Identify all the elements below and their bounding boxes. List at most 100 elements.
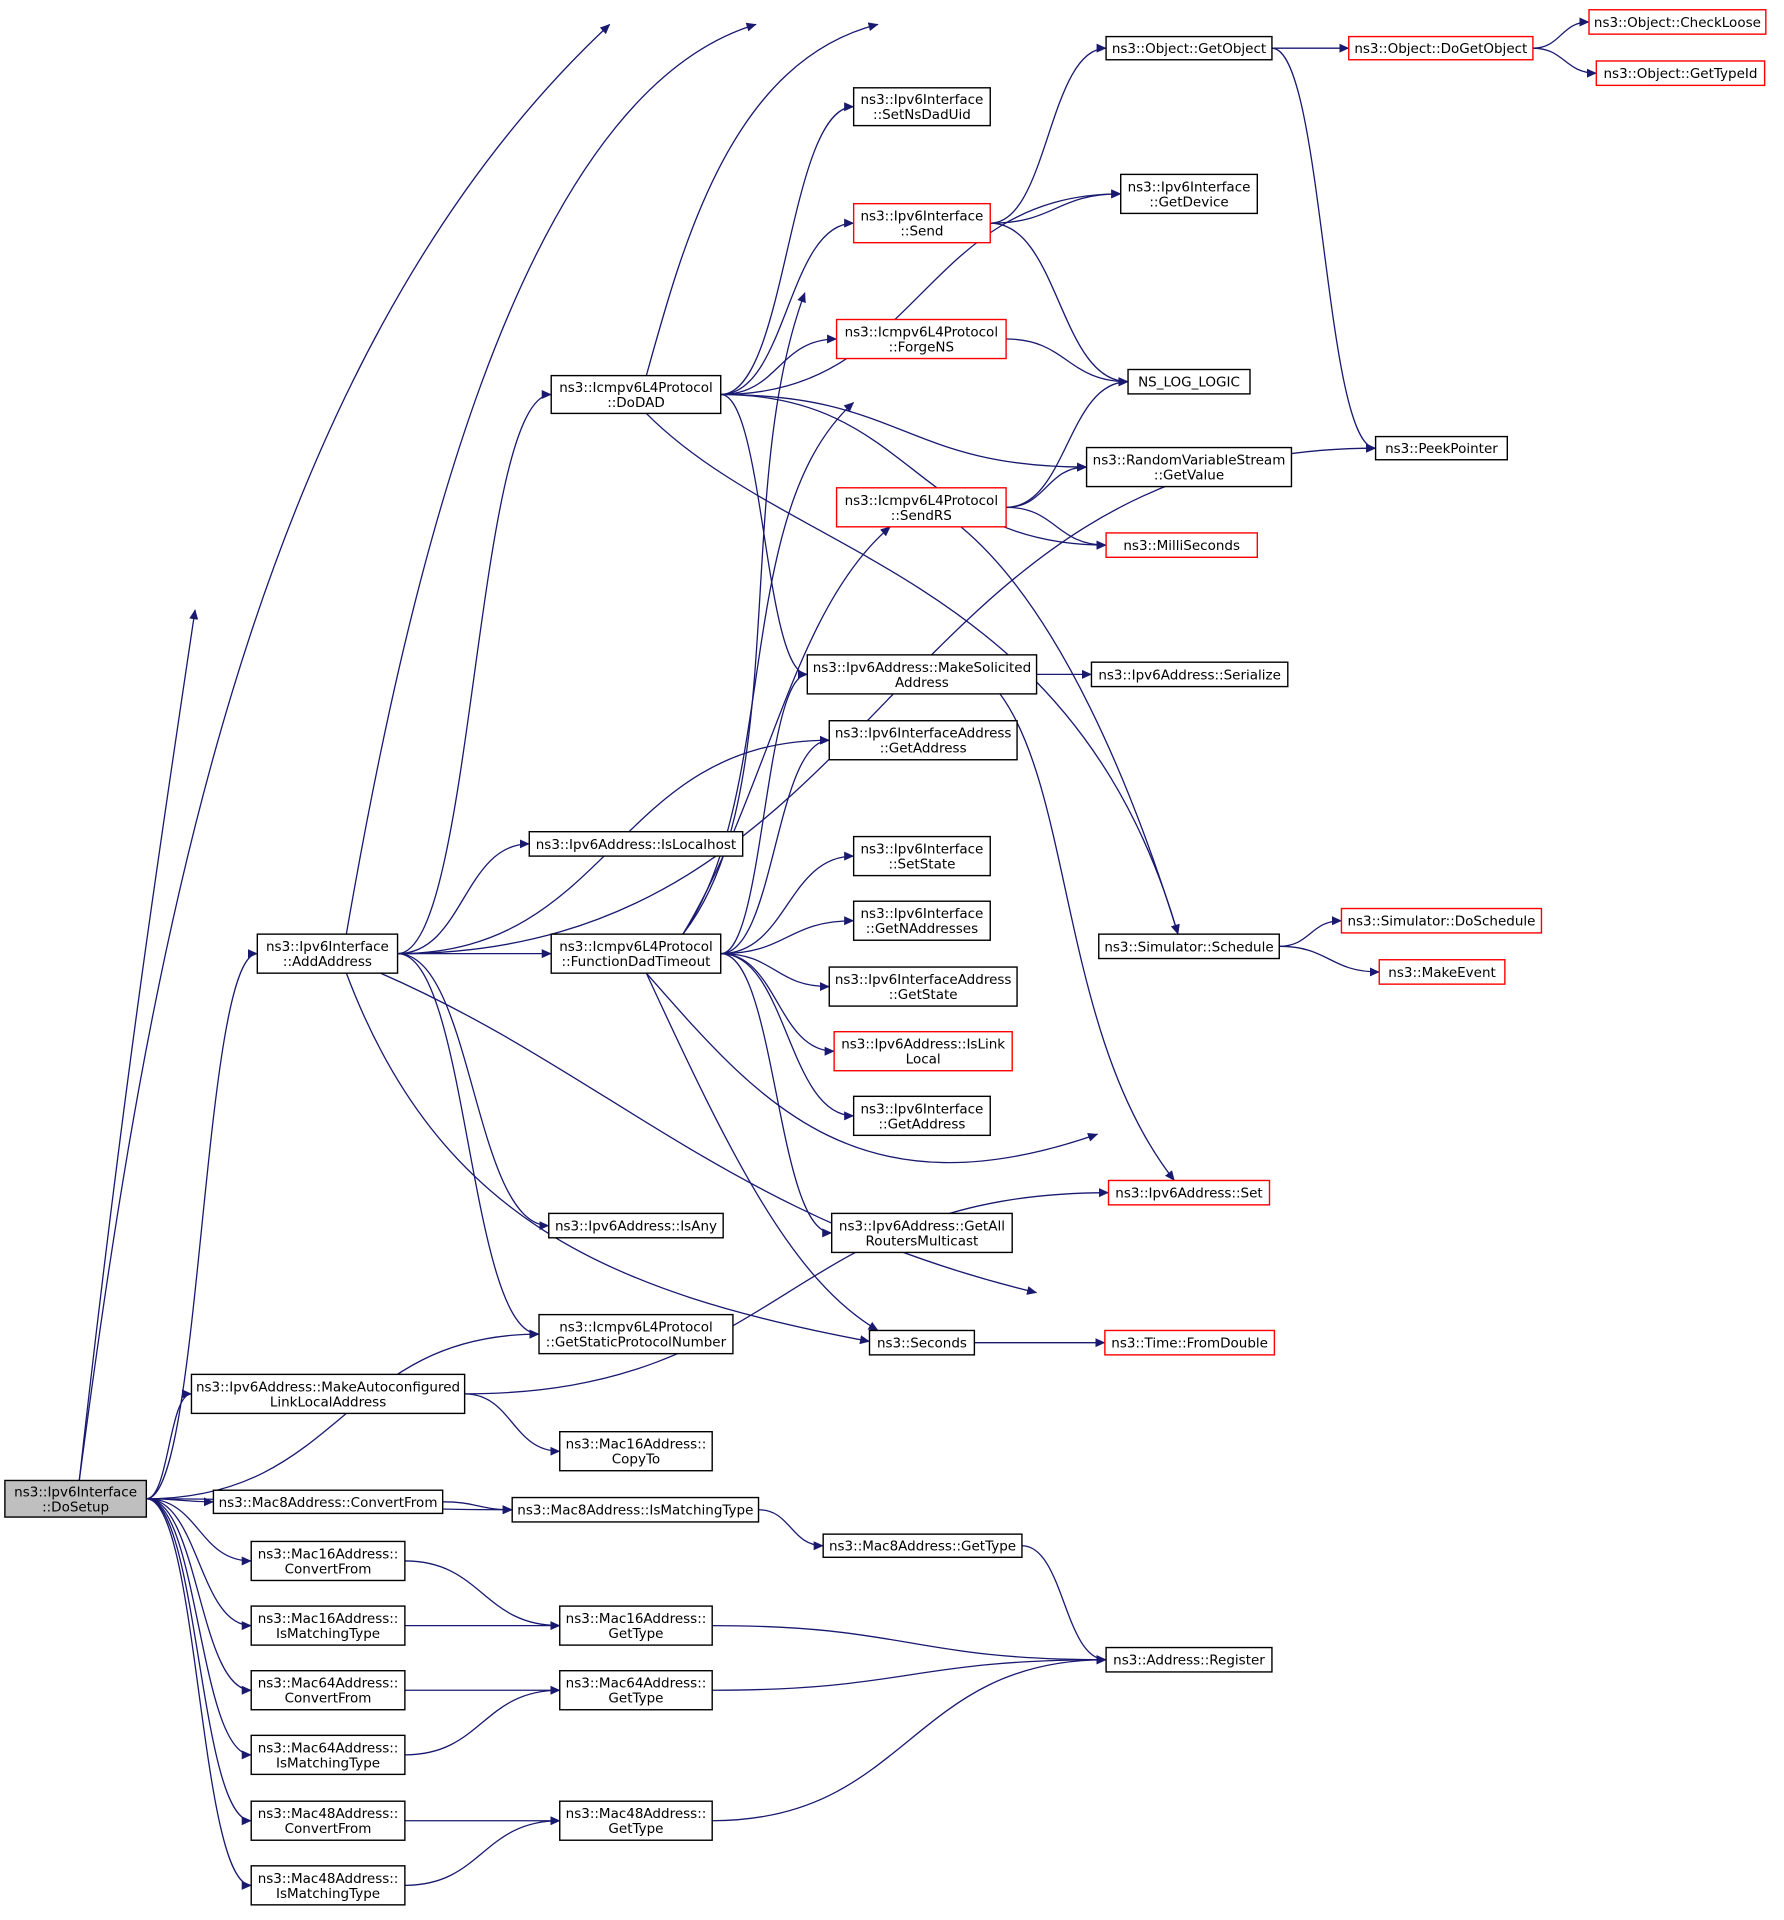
node-box <box>1090 661 1289 688</box>
edge-dosetup-to-mac64convert <box>146 1498 252 1695</box>
node-makeautoconf[interactable]: ns3::Ipv6Address::MakeAutoconfiguredLink… <box>190 1373 466 1415</box>
node-label: LinkLocalAddress <box>270 1394 386 1410</box>
node-makeevent[interactable]: ns3::MakeEvent <box>1378 959 1506 985</box>
node-mac16ismatching[interactable]: ns3::Mac16Address::IsMatchingType <box>250 1605 406 1646</box>
node-setstate[interactable]: ns3::Ipv6Interface::SetState <box>852 835 991 877</box>
edge-dosetup-to-mac64ismatching <box>146 1498 252 1760</box>
node-mac8convert[interactable]: ns3::Mac8Address::ConvertFrom <box>212 1489 444 1515</box>
node-getstaticproto[interactable]: ns3::Icmpv6L4Protocol::GetStaticProtocol… <box>538 1313 734 1355</box>
edge-addaddress-to-getstaticproto <box>397 952 540 1339</box>
node-nslog[interactable]: NS_LOG_LOGIC <box>1127 368 1251 395</box>
edge-funcdad-to-getnaddresses <box>720 916 855 955</box>
node-getobject[interactable]: ns3::Object::GetObject <box>1105 35 1273 61</box>
edge-mac64ismatching-to-mac64gettype <box>404 1685 561 1756</box>
node-label: ns3::Icmpv6L4Protocol <box>559 1320 713 1336</box>
node-box <box>835 318 1007 360</box>
node-label: ::DoDAD <box>607 395 665 411</box>
node-label: IsMatchingType <box>276 1886 380 1902</box>
node-label: ::GetAddress <box>880 741 967 757</box>
node-box <box>1085 446 1293 488</box>
node-getvalue[interactable]: ns3::RandomVariableStream::GetValue <box>1085 446 1293 488</box>
node-doschedule[interactable]: ns3::Simulator::DoSchedule <box>1340 907 1543 934</box>
node-box <box>1120 173 1259 215</box>
node-schedule[interactable]: ns3::Simulator::Schedule <box>1098 933 1280 960</box>
node-box <box>868 1329 976 1356</box>
node-label: ns3::Mac16Address:: <box>258 1546 399 1562</box>
node-mac8ismatching[interactable]: ns3::Mac8Address::IsMatchingType <box>511 1496 760 1523</box>
node-ifgetaddress[interactable]: ns3::Ipv6Interface::GetAddress <box>852 1095 991 1137</box>
node-serialize[interactable]: ns3::Ipv6Address::Serialize <box>1090 661 1289 688</box>
node-label: ns3::Simulator::DoSchedule <box>1347 914 1535 930</box>
node-label: ::GetDevice <box>1149 194 1228 210</box>
node-mac48ismatching[interactable]: ns3::Mac48Address::IsMatchingType <box>250 1865 406 1906</box>
node-box <box>559 1605 713 1646</box>
node-label: ns3::Mac64Address:: <box>258 1740 399 1756</box>
node-label: ns3::Ipv6Address::Set <box>1115 1186 1262 1202</box>
node-label: ns3::Object::CheckLoose <box>1594 15 1761 31</box>
node-funcdad[interactable]: ns3::Icmpv6L4Protocol::FunctionDadTimeou… <box>550 933 722 974</box>
node-getnaddresses[interactable]: ns3::Ipv6Interface::GetNAddresses <box>852 900 991 941</box>
node-sendrs[interactable]: ns3::Icmpv6L4Protocol::SendRS <box>835 487 1007 528</box>
edge-mac48ismatching-to-mac48gettype <box>404 1816 561 1886</box>
node-box <box>1105 35 1273 61</box>
edge-mac16gettype-to-register <box>712 1624 1107 1665</box>
edge-funcdad-to-setstate <box>720 851 855 955</box>
node-mac64convert[interactable]: ns3::Mac64Address::ConvertFrom <box>250 1670 406 1711</box>
node-mac48convert[interactable]: ns3::Mac48Address::ConvertFrom <box>250 1800 406 1841</box>
edge-dodad-to-send <box>720 218 855 396</box>
edge-forgens-to-nslog <box>1006 338 1129 387</box>
node-mac16copyto[interactable]: ns3::Mac16Address::CopyTo <box>559 1430 713 1472</box>
node-label: ns3::Seconds <box>877 1336 967 1352</box>
node-label: RoutersMulticast <box>866 1233 979 1249</box>
node-isany[interactable]: ns3::Ipv6Address::IsAny <box>548 1212 724 1239</box>
node-box <box>1378 959 1506 985</box>
node-dodad[interactable]: ns3::Icmpv6L4Protocol::DoDAD <box>550 374 722 415</box>
node-label: ns3::MilliSeconds <box>1123 538 1240 554</box>
node-label: Local <box>906 1052 941 1068</box>
node-register[interactable]: ns3::Address::Register <box>1105 1646 1273 1673</box>
node-mac48gettype[interactable]: ns3::Mac48Address::GetType <box>559 1800 713 1841</box>
edge-sendrs-to-nslog <box>1006 377 1129 508</box>
node-label: ::GetNAddresses <box>866 921 978 937</box>
node-mac64ismatching[interactable]: ns3::Mac64Address::IsMatchingType <box>250 1734 406 1776</box>
node-seconds[interactable]: ns3::Seconds <box>868 1329 976 1356</box>
node-label: ns3::MakeEvent <box>1388 965 1496 981</box>
node-ipv6set[interactable]: ns3::Ipv6Address::Set <box>1107 1179 1271 1206</box>
node-checkloose[interactable]: ns3::Object::CheckLoose <box>1588 9 1767 35</box>
nodes: ns3::Ipv6Interface::DoSetup ns3::Object::… <box>4 9 1767 1906</box>
node-peekpointer[interactable]: ns3::PeekPointer <box>1374 435 1509 461</box>
node-label: ns3::Ipv6Interface <box>861 842 984 858</box>
node-setnsdaduid[interactable]: ns3::Ipv6Interface::SetNsDadUid <box>852 87 991 127</box>
node-milliseconds[interactable]: ns3::MilliSeconds <box>1105 532 1259 559</box>
node-islocalhost[interactable]: ns3::Ipv6Address::IsLocalhost <box>528 830 744 857</box>
node-mac16gettype[interactable]: ns3::Mac16Address::GetType <box>559 1605 713 1646</box>
node-send[interactable]: ns3::Ipv6Interface::Send <box>852 202 991 244</box>
node-mac8gettype[interactable]: ns3::Mac8Address::GetType <box>822 1533 1023 1559</box>
node-getdevice[interactable]: ns3::Ipv6Interface::GetDevice <box>1120 173 1259 215</box>
node-label: ns3::Mac48Address:: <box>258 1806 399 1822</box>
edge-dosetup-to-getdevice <box>78 23 611 1481</box>
node-ifaddrgetaddress[interactable]: ns3::Ipv6InterfaceAddress::GetAddress <box>828 720 1018 761</box>
edge-addaddress-to-isany <box>397 952 550 1231</box>
edge-funcdad-to-ifaddrgetaddress <box>720 735 830 955</box>
node-getstate[interactable]: ns3::Ipv6InterfaceAddress::GetState <box>828 966 1018 1007</box>
node-label: ns3::Mac48Address:: <box>258 1871 399 1887</box>
node-fromdouble[interactable]: ns3::Time::FromDouble <box>1104 1329 1276 1356</box>
node-forgens[interactable]: ns3::Icmpv6L4Protocol::ForgeNS <box>835 318 1007 360</box>
node-dogetobject[interactable]: ns3::Object::DoGetObject <box>1348 35 1534 61</box>
edge-schedule-to-doschedule <box>1279 916 1342 947</box>
node-box <box>256 933 399 974</box>
node-gettypeid[interactable]: ns3::Object::GetTypeId <box>1595 60 1766 87</box>
edge-mac64gettype-to-register <box>712 1655 1107 1691</box>
edge-mac48gettype-to-register <box>712 1655 1107 1822</box>
node-addaddress[interactable]: ns3::Ipv6Interface::AddAddress <box>256 933 399 974</box>
node-box <box>4 1479 148 1518</box>
node-dosetup[interactable]: ns3::Ipv6Interface::DoSetup <box>4 1479 148 1518</box>
node-mac64gettype[interactable]: ns3::Mac64Address::GetType <box>559 1670 713 1711</box>
node-mac16convert[interactable]: ns3::Mac16Address::ConvertFrom <box>250 1540 406 1582</box>
edge-dosetup-to-mac48ismatching <box>146 1498 252 1890</box>
edge-sendrs-to-milliseconds <box>1006 506 1107 550</box>
